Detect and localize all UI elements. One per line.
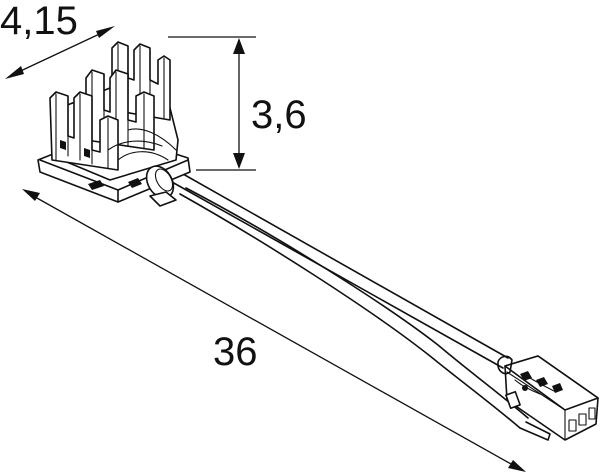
length-dimension: 36 [22,189,526,472]
width-dimension: 4,15 [0,0,115,79]
adapter-fin-front-slot-2 [84,148,90,158]
end-connector-latch [505,390,521,410]
length-label: 36 [213,330,258,374]
adapter-base-slot-2 [128,178,142,188]
height-dimension: 3,6 [168,36,307,171]
end-connector-socket-1 [568,419,577,432]
height-arrow-top [233,38,245,54]
height-label: 3,6 [251,93,307,137]
end-connector-socket-2 [578,413,587,426]
end-connector-edge-2 [506,371,566,411]
length-dimension-line [27,192,521,470]
width-arrow-left [5,66,24,79]
cable-lower-edge [171,181,504,369]
end-connector [497,355,599,441]
wire-stripped-end [519,421,551,441]
adapter-base-slot-1 [88,180,104,190]
height-arrow-bottom [233,153,245,169]
adapter-internal-wires [107,128,177,161]
cable-bundle [171,169,551,441]
adapter-strain-relief [145,165,177,207]
adapter-fin-front-slot-1 [60,140,66,150]
width-label: 4,15 [0,0,78,43]
end-connector-screw [522,385,528,391]
strain-relief-inner [154,168,174,192]
adapter-contact-fins [49,41,171,171]
end-connector-clamp [497,355,513,375]
wire-lower-edge [179,193,521,429]
end-connector-terminal-2 [536,377,548,387]
width-dimension-line [11,29,109,76]
width-arrow-right [96,26,115,38]
strain-relief-clip [149,191,177,207]
end-connector-socket-3 [588,407,596,420]
end-connector-top-face [504,355,599,411]
cable-upper-edge [175,169,509,359]
wire-upper-edge [185,187,529,419]
adapter-fin-front-details [55,93,109,169]
length-arrow-left [22,189,40,201]
track-adapter [37,41,191,207]
end-connector-terminal-1 [520,371,532,381]
length-arrow-right [508,460,526,472]
end-connector-terminal-3 [552,383,563,393]
